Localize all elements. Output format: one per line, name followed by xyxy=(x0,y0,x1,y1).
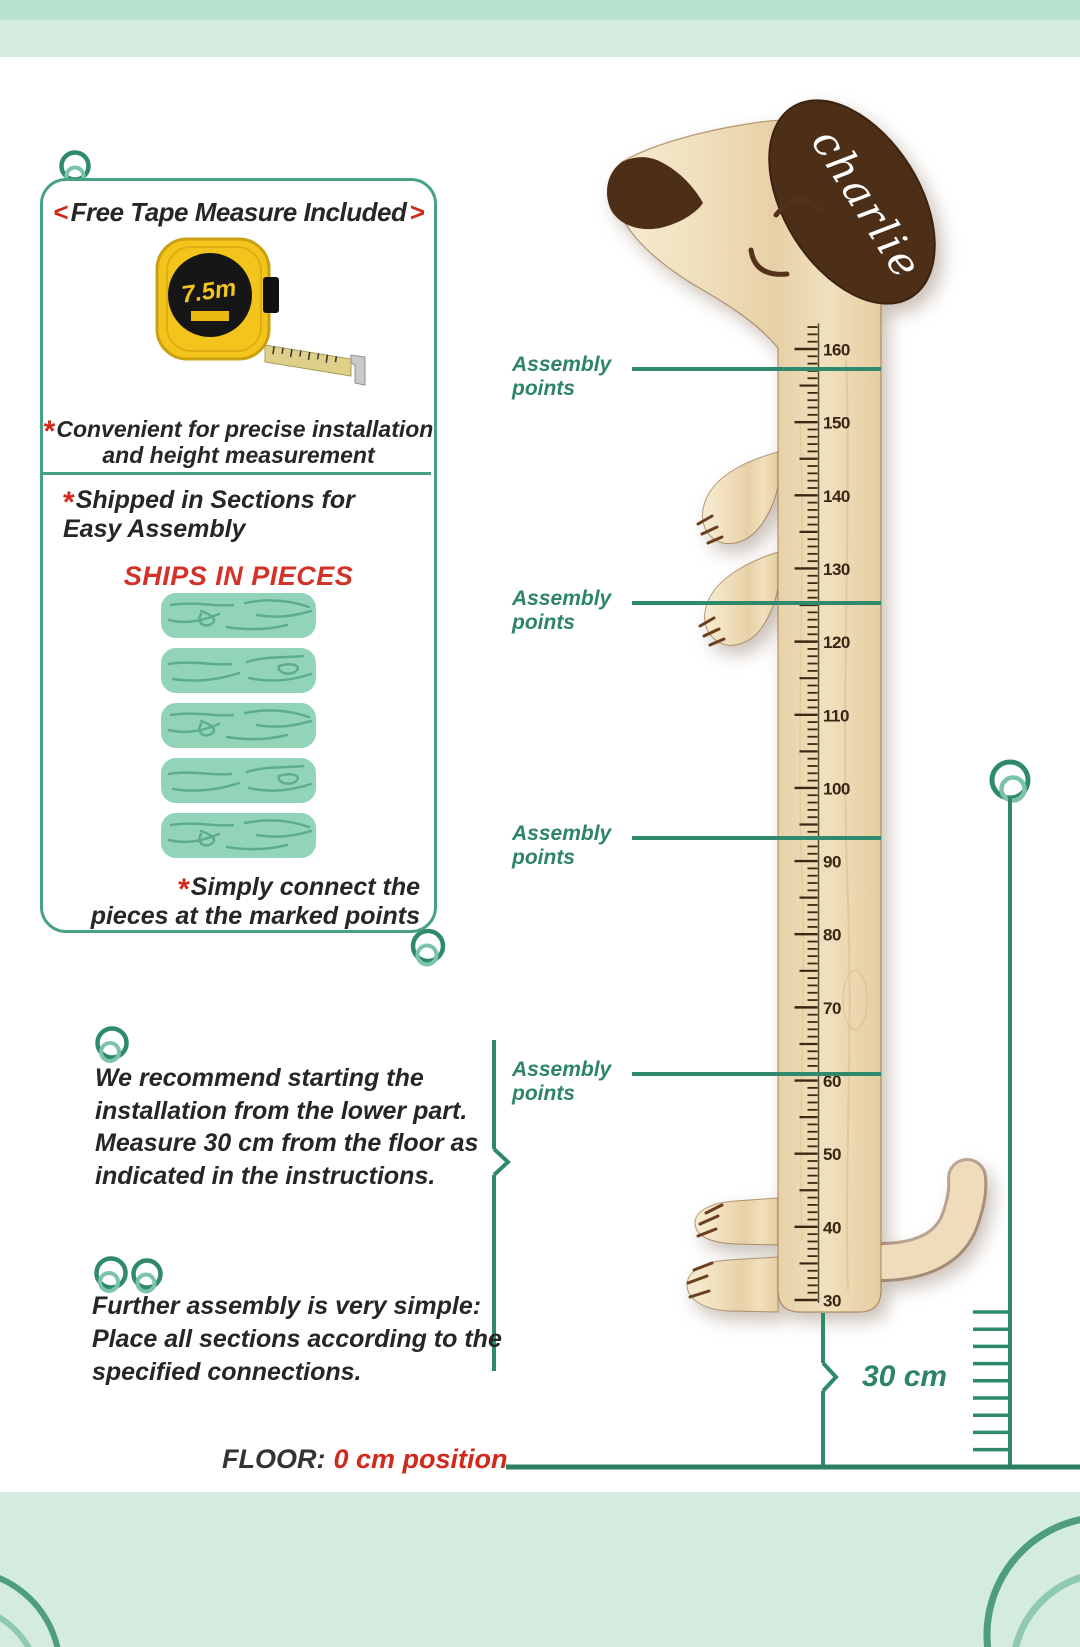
ring-icon xyxy=(131,1258,163,1290)
bottom-band-decor xyxy=(0,1516,1080,1647)
tape-clip xyxy=(263,277,279,313)
wood-section xyxy=(161,593,316,638)
corner-ring-icon xyxy=(0,1614,32,1647)
paragraph-line: Place all sections according to the xyxy=(92,1325,502,1353)
ring-icon xyxy=(99,1041,121,1063)
ruler-number: 160 xyxy=(823,341,850,360)
asterisk: * xyxy=(178,873,190,906)
dog-ear xyxy=(768,99,936,305)
ruler-number: 40 xyxy=(823,1218,841,1237)
decorative-rings xyxy=(59,150,446,1294)
corner-ring-icon xyxy=(0,1575,61,1647)
top-band-light xyxy=(0,20,1080,57)
ring-icon xyxy=(94,1256,128,1290)
top-band-dark xyxy=(0,0,1080,20)
paragraph-line: Measure 30 cm from the floor as xyxy=(95,1129,479,1157)
ring-icon xyxy=(415,943,439,967)
ruler-number: 90 xyxy=(823,853,841,872)
floor-position-label: FLOOR:0 cm position xyxy=(222,1444,508,1475)
ruler-scale: 160 150 140 130 120 110 100 90 80 70 60 50 40 30 xyxy=(794,323,850,1311)
wood-grain xyxy=(844,359,851,1291)
ring-icon xyxy=(98,1271,120,1293)
note-precise: *Convenient for precise installation and… xyxy=(43,415,434,468)
tape-measure-illustration: 7.5m xyxy=(155,237,366,386)
dog-mouth xyxy=(748,247,790,277)
wood-section xyxy=(161,648,316,693)
paragraph-recommend: We recommend starting the installation f… xyxy=(95,1062,478,1192)
dog-nose xyxy=(606,157,703,230)
bottom-band xyxy=(0,1492,1080,1647)
ruler-number: 100 xyxy=(823,779,850,798)
wood-section xyxy=(161,703,316,748)
assembly-point-lines xyxy=(632,367,881,1076)
wood-sections-illustration xyxy=(161,593,316,858)
floor-prefix: FLOOR: xyxy=(222,1444,326,1474)
box-title: <Free Tape Measure Included> xyxy=(43,197,434,228)
note-connect: *Simply connect the pieces at the marked… xyxy=(90,873,420,930)
tape-hook xyxy=(350,354,366,386)
note-shipped: *Shipped in Sections for Easy Assembly xyxy=(63,486,355,543)
floor-value: 0 cm position xyxy=(333,1444,508,1474)
tape-strip xyxy=(264,344,352,377)
box-title-text: Free Tape Measure Included xyxy=(70,197,407,227)
corner-ring-icon xyxy=(1012,1574,1080,1647)
asterisk: * xyxy=(63,486,75,519)
wood-section xyxy=(161,758,316,803)
offset-30cm-line xyxy=(821,1313,839,1465)
free-tape-measure-box: <Free Tape Measure Included> 7.5m *Conve… xyxy=(40,178,437,933)
paragraph-further: Further assembly is very simple: Place a… xyxy=(92,1290,502,1389)
paragraph-bracket-line xyxy=(492,1040,511,1371)
dog-bottom-paw-2 xyxy=(686,1256,779,1313)
claw-marks xyxy=(686,514,726,1299)
close-bracket: > xyxy=(409,197,425,227)
pin-ring-inner-icon xyxy=(999,775,1027,803)
box-divider xyxy=(40,472,431,475)
tape-face xyxy=(168,253,252,337)
wood-knot xyxy=(842,969,868,1031)
wall-scale-pin xyxy=(973,759,1031,1465)
paragraph-line: installation from the lower part. xyxy=(95,1096,468,1125)
ruler-number: 130 xyxy=(823,560,850,579)
paragraph-line: indicated in the instructions. xyxy=(95,1161,436,1190)
ring-icon xyxy=(135,1272,157,1294)
wood-section xyxy=(161,813,316,858)
dachshund-growth-chart: charlie 16015014013012011010090807060504… xyxy=(606,99,988,1313)
dog-eye xyxy=(773,198,826,218)
paragraph-line: We recommend starting the xyxy=(95,1064,424,1092)
asterisk: * xyxy=(43,415,56,448)
ruler-number: 30 xyxy=(823,1292,841,1311)
ruler-number: 50 xyxy=(823,1145,841,1164)
open-bracket: < xyxy=(52,197,68,227)
ruler-number: 150 xyxy=(823,414,850,433)
offset-30cm-label: 30 cm xyxy=(862,1360,948,1393)
ruler-number: 80 xyxy=(823,926,841,945)
paragraph-line: Further assembly is very simple: xyxy=(92,1292,482,1320)
ruler-number: 140 xyxy=(823,487,850,506)
ruler-number: 120 xyxy=(823,633,850,652)
ruler-number: 110 xyxy=(823,706,849,725)
ring-icon xyxy=(410,928,446,964)
ruler-number: 60 xyxy=(823,1072,841,1091)
corner-ring-icon xyxy=(983,1516,1080,1647)
ruler-number: 70 xyxy=(823,999,841,1018)
paragraph-line: specified connections. xyxy=(92,1358,362,1386)
ships-in-pieces-heading: SHIPS IN PIECES xyxy=(123,561,354,591)
ring-icon xyxy=(95,1026,129,1060)
dog-tail xyxy=(867,1161,985,1279)
